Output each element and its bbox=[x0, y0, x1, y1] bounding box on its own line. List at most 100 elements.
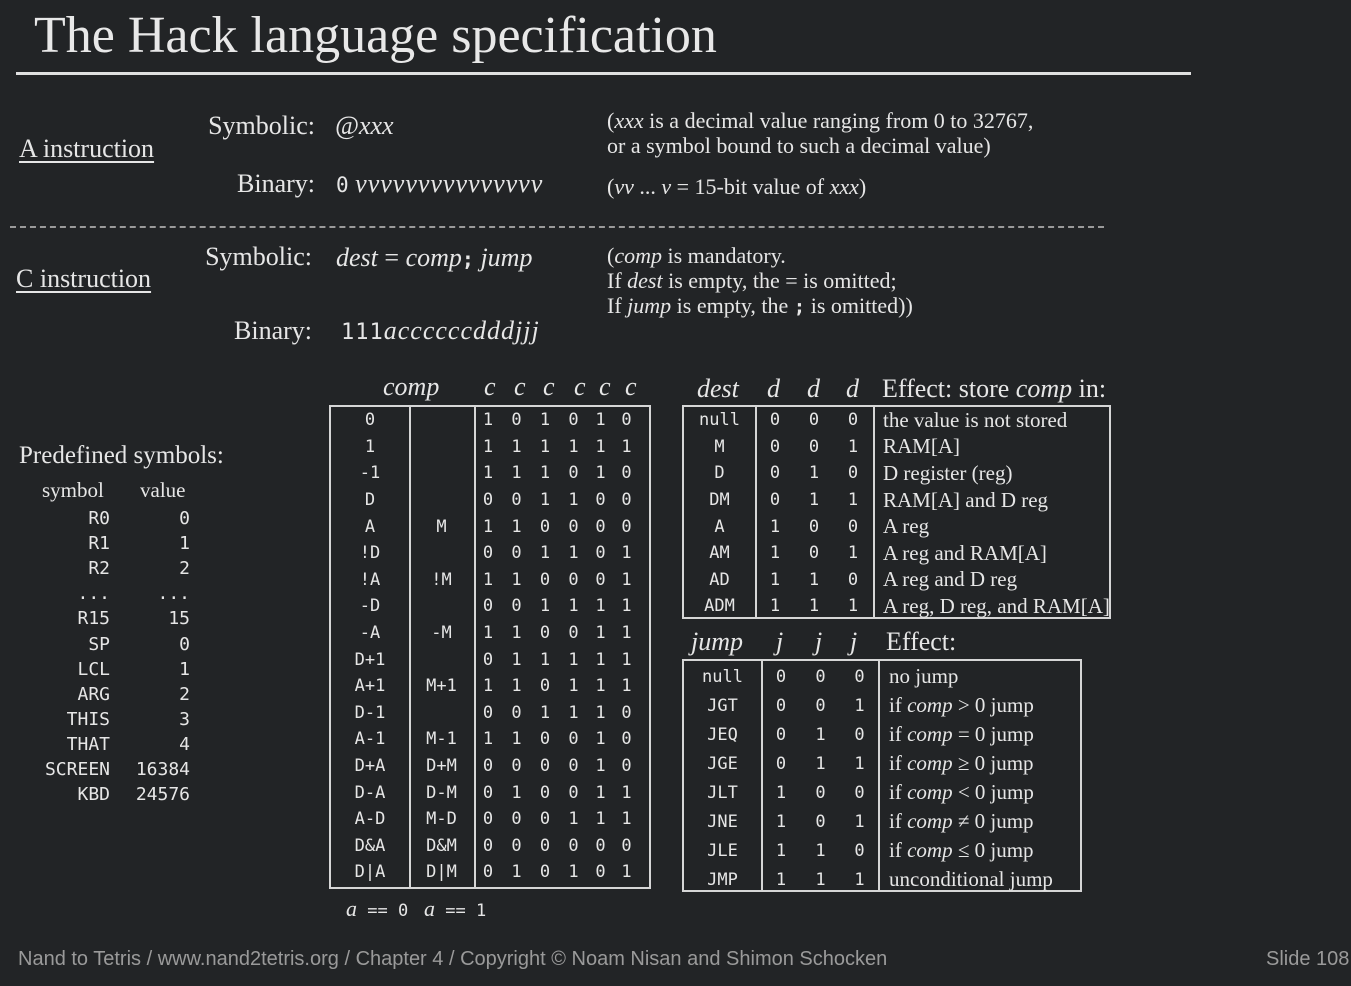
comp-c-bit: 0 bbox=[482, 756, 494, 777]
jump-j3-header: j bbox=[850, 627, 858, 656]
comp-a1-cell bbox=[409, 540, 474, 567]
dest-bit: 1 bbox=[847, 490, 859, 511]
comp-c-bit: 1 bbox=[511, 623, 522, 644]
a-equals-zero: a == 0 bbox=[346, 896, 409, 921]
comp-c-bit: 0 bbox=[511, 543, 522, 564]
comp-c-bit: 1 bbox=[568, 676, 579, 697]
comp-divider-2 bbox=[474, 405, 476, 889]
jump-effect: unconditional jump bbox=[889, 867, 1053, 891]
dest-bit: 1 bbox=[808, 569, 820, 590]
symbol-value: 16384 bbox=[135, 758, 190, 780]
a-symbolic-value: @xxx bbox=[335, 111, 394, 140]
comp-c-bit: 0 bbox=[511, 756, 522, 777]
comp-c-bit: 1 bbox=[595, 676, 606, 697]
jump-bit: 1 bbox=[815, 724, 826, 745]
comp-a0-cell: -A bbox=[359, 623, 381, 644]
comp-c-bit: 0 bbox=[568, 623, 579, 644]
dest-mnemonic: A bbox=[714, 516, 725, 537]
symbol-value: 2 bbox=[179, 558, 190, 580]
comp-c-bit: 0 bbox=[482, 809, 494, 830]
jump-bit: 1 bbox=[775, 782, 787, 803]
jump-effect: if comp > 0 jump bbox=[889, 693, 1034, 717]
dest-divider-1 bbox=[755, 405, 757, 619]
dest-bit: 0 bbox=[847, 516, 859, 537]
dest-bit: 0 bbox=[847, 569, 859, 590]
symbol-name: THIS bbox=[66, 708, 110, 730]
jump-j2-header: j bbox=[815, 627, 823, 656]
jump-mnemonic: JNE bbox=[707, 811, 738, 832]
comp-c-bit: 1 bbox=[511, 862, 522, 883]
comp-c-bit: 0 bbox=[595, 862, 606, 883]
symbol-name: LCL bbox=[77, 658, 110, 680]
comp-c-bit: 0 bbox=[568, 756, 579, 777]
jump-bit: 1 bbox=[775, 869, 787, 890]
comp-c-bit: 1 bbox=[482, 676, 494, 697]
c-binary-value: 111accccccdddjjj bbox=[341, 316, 540, 345]
comp-c-bit: 1 bbox=[511, 676, 522, 697]
comp-c-bit: 1 bbox=[511, 436, 522, 457]
predefined-col-value: value bbox=[140, 478, 186, 502]
comp-c-bit: 0 bbox=[511, 490, 522, 511]
a-note: (xxx is a decimal value ranging from 0 t… bbox=[607, 108, 1034, 158]
predefined-col-symbol: symbol bbox=[42, 478, 104, 502]
jump-bit: 0 bbox=[775, 724, 787, 745]
comp-c-bit: 0 bbox=[568, 782, 579, 803]
dest-effect: the value is not stored bbox=[883, 407, 1068, 432]
a-symbolic-label: Symbolic: bbox=[208, 111, 315, 140]
symbol-value: 3 bbox=[179, 708, 190, 730]
comp-c-bit: 0 bbox=[568, 569, 579, 590]
comp-c-bit: 1 bbox=[511, 516, 522, 537]
comp-c-bit: 0 bbox=[482, 835, 494, 856]
dest-bit: 0 bbox=[847, 410, 859, 431]
comp-a1-cell: M-D bbox=[426, 809, 457, 830]
comp-c-bit: 1 bbox=[511, 649, 522, 670]
comp-c-bit: 0 bbox=[511, 410, 522, 431]
comp-c-bit: 1 bbox=[539, 490, 551, 511]
comp-c-bit: 1 bbox=[539, 596, 551, 617]
comp-table-border bbox=[329, 405, 651, 889]
symbol-value: 1 bbox=[179, 533, 190, 555]
comp-c-bit: 0 bbox=[568, 835, 579, 856]
comp-a1-cell bbox=[409, 487, 474, 514]
comp-c-bit: 1 bbox=[482, 729, 494, 750]
jump-col-header: jump bbox=[691, 627, 743, 656]
comp-a0-cell: D+A bbox=[354, 756, 386, 777]
comp-c-bit: 1 bbox=[621, 782, 632, 803]
comp-c-bit: 0 bbox=[482, 862, 494, 883]
dest-col-header: dest bbox=[697, 374, 739, 403]
dest-bit: 0 bbox=[769, 410, 781, 431]
dest-effect: A reg, D reg, and RAM[A] bbox=[883, 593, 1110, 618]
dest-mnemonic: null bbox=[699, 410, 740, 431]
dest-effect: A reg and D reg bbox=[883, 567, 1018, 592]
comp-c-bit: 0 bbox=[511, 835, 522, 856]
jump-bit: 0 bbox=[815, 811, 826, 832]
dest-effect: RAM[A] bbox=[883, 434, 960, 459]
jump-effect: if comp ≤ 0 jump bbox=[889, 838, 1034, 862]
jump-bit: 1 bbox=[815, 753, 826, 774]
comp-c-bit: 1 bbox=[595, 596, 606, 617]
title-rule bbox=[16, 72, 1191, 75]
comp-c-bit: 1 bbox=[482, 623, 494, 644]
comp-c-bit: 1 bbox=[539, 649, 551, 670]
comp-c-bit: 0 bbox=[482, 782, 494, 803]
jump-bit: 0 bbox=[775, 666, 787, 687]
comp-c-bit: 1 bbox=[621, 676, 632, 697]
comp-c-bit: 1 bbox=[621, 436, 632, 457]
